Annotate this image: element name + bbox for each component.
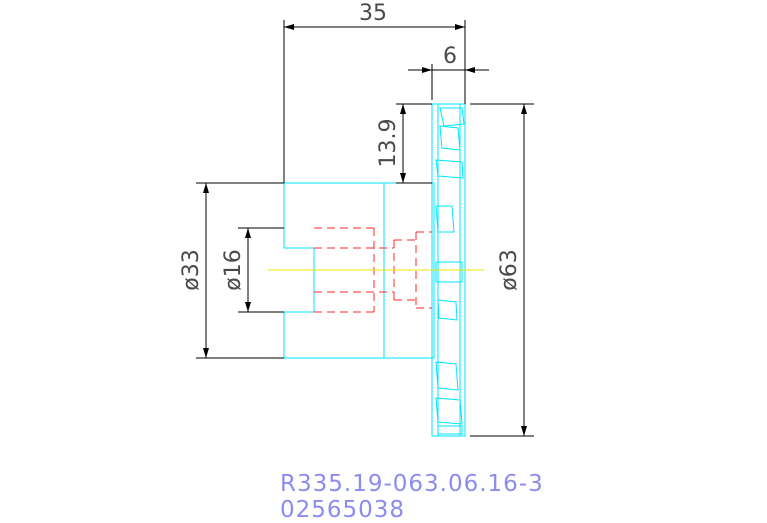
part-code-text: R335.19-063.06.16-3 [280, 471, 544, 497]
bore-diameter-text: ø16 [221, 249, 246, 290]
dimension-lines [196, 20, 534, 437]
flange-thickness-text: 6 [443, 44, 457, 69]
hub-diameter-text: ø33 [179, 249, 204, 290]
cutter-body-outline [431, 103, 466, 437]
part-number-text: 02565038 [280, 497, 405, 523]
tooth-depth-text: 13.9 [376, 119, 401, 168]
outer-diameter-text: ø63 [497, 249, 522, 290]
cutter-teeth [435, 107, 465, 435]
length-dimension-text: 35 [359, 1, 387, 26]
